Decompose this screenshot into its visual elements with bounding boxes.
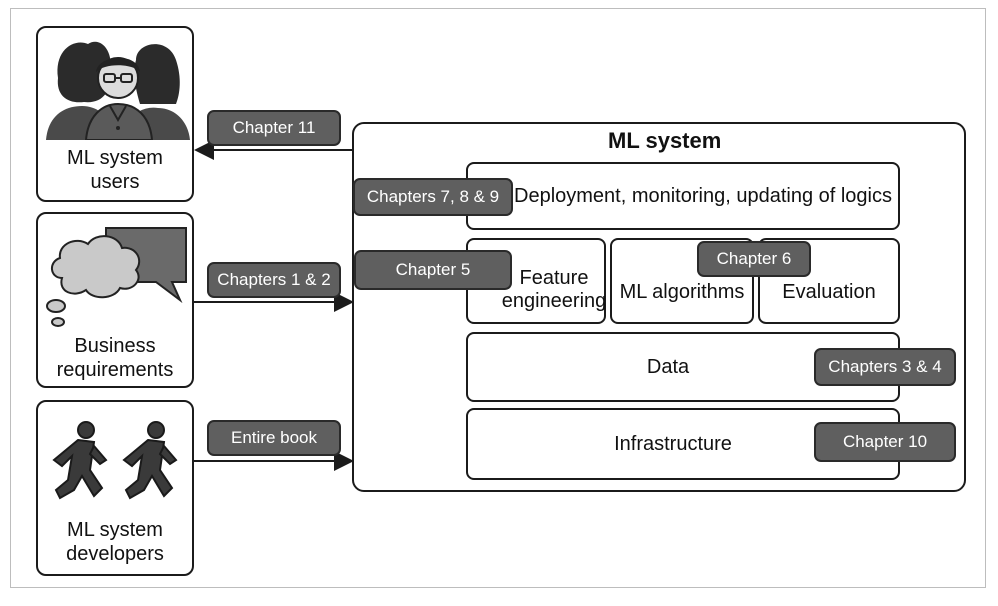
- chapters-3-4-chip: Chapters 3 & 4: [814, 348, 956, 386]
- ml-system-title: ML system: [608, 128, 722, 153]
- entire-book-chip: Entire book: [207, 420, 341, 456]
- users-icon: [46, 41, 190, 140]
- chapters-1-2-chip: Chapters 1 & 2: [207, 262, 341, 298]
- deployment-box: Deployment, monitoring, updating of logi…: [466, 162, 900, 230]
- ml-algorithms-box: ML algorithms: [610, 238, 754, 324]
- data-box: Data: [466, 332, 900, 402]
- chapter-11-chip: Chapter 11: [207, 110, 341, 146]
- chapter-6-chip: Chapter 6: [697, 241, 811, 277]
- business-panel: Business requirements: [36, 212, 194, 388]
- developers-panel: ML system developers: [36, 400, 194, 576]
- developers-label: ML system developers: [66, 519, 164, 565]
- business-label: Business requirements: [56, 335, 174, 381]
- chapter-5-chip: Chapter 5: [354, 250, 512, 290]
- figure-frame: [10, 8, 986, 588]
- users-panel: ML system users: [36, 26, 194, 202]
- users-label: ML system users: [67, 147, 163, 193]
- speech-bubbles-icon: [46, 227, 187, 327]
- developers-icon: [52, 421, 178, 500]
- chapter-10-chip: Chapter 10: [814, 422, 956, 462]
- chapters-7-8-9-chip: Chapters 7, 8 & 9: [353, 178, 513, 216]
